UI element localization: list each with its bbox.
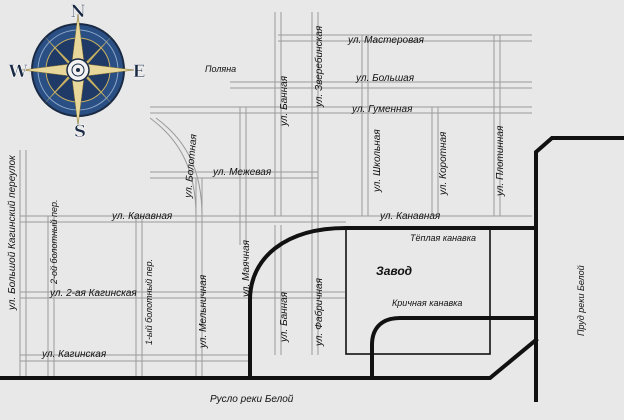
compass-east-label: E xyxy=(133,62,146,82)
street-1-bolotny-road xyxy=(135,216,143,378)
street-shkolnaya-road xyxy=(361,35,369,216)
label-mezhevaya: ул. Межевая xyxy=(212,167,272,178)
label-mayachnaya: ул. Маячная xyxy=(241,239,252,298)
label-2-kaginskaya: ул. 2-ая Кагинская xyxy=(49,288,137,299)
street-network xyxy=(19,12,532,378)
compass-west-label: W xyxy=(7,62,28,82)
label-kaginskaya: ул. Кагинская xyxy=(41,349,107,360)
label-bolshaya: ул. Большая xyxy=(355,73,415,84)
factory-outline xyxy=(345,227,491,355)
label-prud: Пруд реки Белой xyxy=(576,265,586,336)
label-korotnaya: ул. Коротная xyxy=(438,131,449,196)
street-kanavnaya-left-road xyxy=(20,215,346,223)
label-bolshoy-kaginsky: ул. Большой Кагинский переулок xyxy=(7,154,18,311)
warm-canal-line xyxy=(248,226,538,380)
label-plotinnaya: ул. Плотинная xyxy=(495,125,506,197)
river-bed-line xyxy=(0,337,539,380)
thick-features xyxy=(0,136,624,402)
label-bannaya-top: ул. Банная xyxy=(279,75,290,127)
label-masterovaya: ул. Мастеровая xyxy=(347,35,425,46)
street-bolshaya-road xyxy=(230,81,532,89)
street-2-kaginskaya-road xyxy=(20,291,345,299)
label-gumennaya: ул. Гуменная xyxy=(351,104,413,115)
street-mayachnaya-road xyxy=(239,107,247,245)
compass-north-label: N xyxy=(70,2,86,22)
street-bolshoy-kaginsky-road xyxy=(19,150,27,378)
label-krichnaya-kanavka: Кричная канавка xyxy=(392,298,462,308)
street-plotinnaya-road xyxy=(493,35,501,216)
label-zavod: Завод xyxy=(376,264,412,278)
street-melnichnaya-road xyxy=(195,216,203,378)
label-shkolnaya: ул. Школьная xyxy=(372,129,383,193)
street-masterovaya-road xyxy=(278,34,532,42)
label-1-bolotny: 1-ый болотный пер. xyxy=(144,259,154,345)
street-kaginskaya-road xyxy=(20,354,250,362)
label-teplaya-kanavka: Тёплая канавка xyxy=(410,233,476,243)
label-kanavnaya-right: ул. Канавная xyxy=(379,211,441,222)
label-bannaya-bottom: ул. Банная xyxy=(279,291,290,343)
street-mezhevaya-road xyxy=(150,171,318,179)
label-polyana: Поляна xyxy=(205,64,236,74)
label-2-bolotny: 2-ой болотный пер. xyxy=(49,199,59,285)
label-ruslo: Русло реки Белой xyxy=(210,394,294,405)
label-bolotnaya: ул. Болотная xyxy=(183,133,200,199)
street-fabrichnaya-road xyxy=(311,225,319,355)
label-melnichnaya: ул. Мельничная xyxy=(198,274,209,349)
street-bannaya-top-road xyxy=(274,12,282,216)
compass-south-label: S xyxy=(74,122,86,142)
street-2-bolotny-road xyxy=(47,216,55,378)
label-kanavnaya-left: ул. Канавная xyxy=(111,211,173,222)
street-gumennaya-road xyxy=(150,106,532,114)
pond-shore-line xyxy=(534,136,624,402)
compass-rose-icon xyxy=(21,13,135,127)
label-zverebinskaya: ул. Зверебинская xyxy=(313,25,325,108)
street-zverebinskaya-road xyxy=(311,12,319,225)
krichnaya-canal-line xyxy=(370,316,538,380)
street-korotnaya-road xyxy=(431,107,439,216)
street-bolotnaya-road xyxy=(149,117,203,217)
label-fabrichnaya: ул. Фабричная xyxy=(313,277,325,347)
